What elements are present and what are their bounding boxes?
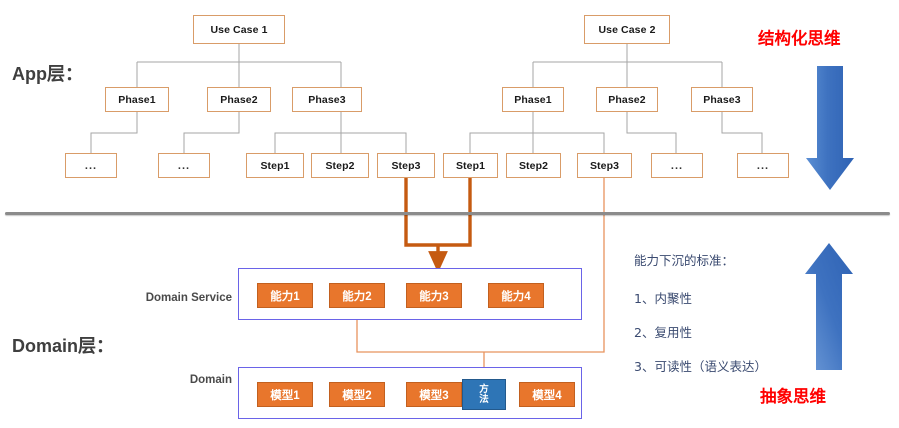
- right-phase-2-node[interactable]: Phase2: [596, 87, 658, 112]
- left-phase-1-node[interactable]: Phase1: [105, 87, 169, 112]
- method-chip-line-1: 方: [479, 383, 489, 395]
- right-step-3-node[interactable]: Step3: [577, 153, 632, 178]
- left-step-placeholder-2[interactable]: ...: [158, 153, 210, 178]
- abstract-thinking-label: 抽象思维: [760, 388, 826, 406]
- right-phase-1-node[interactable]: Phase1: [502, 87, 564, 112]
- model-chip-2[interactable]: 模型2: [329, 382, 385, 407]
- up-arrow-shape: [805, 243, 853, 370]
- capability-chip-4[interactable]: 能力4: [488, 283, 544, 308]
- left-step-placeholder-1[interactable]: ...: [65, 153, 117, 178]
- capability-chip-1[interactable]: 能力1: [257, 283, 313, 308]
- left-phase-3-node[interactable]: Phase3: [292, 87, 362, 112]
- domain-layer-label: Domain层：: [12, 336, 115, 356]
- notes-item-2: 2、复用性: [634, 325, 692, 340]
- model-chip-3[interactable]: 模型3: [406, 382, 462, 407]
- method-chip-line-2: 法: [479, 393, 489, 405]
- notes-title: 能力下沉的标准：: [634, 253, 735, 268]
- left-phase-2-node[interactable]: Phase2: [207, 87, 271, 112]
- left-step-2-node[interactable]: Step2: [311, 153, 369, 178]
- domain-service-label: Domain Service: [145, 292, 232, 304]
- method-chip[interactable]: 方 法: [462, 379, 506, 410]
- capability-chip-2[interactable]: 能力2: [329, 283, 385, 308]
- right-step-placeholder-2[interactable]: ...: [737, 153, 789, 178]
- right-step-1-node[interactable]: Step1: [443, 153, 498, 178]
- left-step-3-node[interactable]: Step3: [377, 153, 435, 178]
- domain-label: Domain: [189, 374, 232, 386]
- use-case-2-node[interactable]: Use Case 2: [584, 15, 670, 44]
- right-step-2-node[interactable]: Step2: [506, 153, 561, 178]
- notes-item-1: 1、内聚性: [634, 291, 692, 306]
- right-phase-3-node[interactable]: Phase3: [691, 87, 753, 112]
- app-layer-label: App层：: [12, 64, 83, 84]
- left-step-1-node[interactable]: Step1: [246, 153, 304, 178]
- down-arrow-shape: [806, 66, 854, 190]
- structured-thinking-label: 结构化思维: [758, 30, 841, 48]
- layer-divider: [5, 212, 890, 215]
- notes-item-3: 3、可读性（语义表达）: [634, 359, 767, 374]
- capability-chip-3[interactable]: 能力3: [406, 283, 462, 308]
- model-chip-1[interactable]: 模型1: [257, 382, 313, 407]
- right-step-placeholder-1[interactable]: ...: [651, 153, 703, 178]
- use-case-1-node[interactable]: Use Case 1: [193, 15, 285, 44]
- model-chip-4[interactable]: 模型4: [519, 382, 575, 407]
